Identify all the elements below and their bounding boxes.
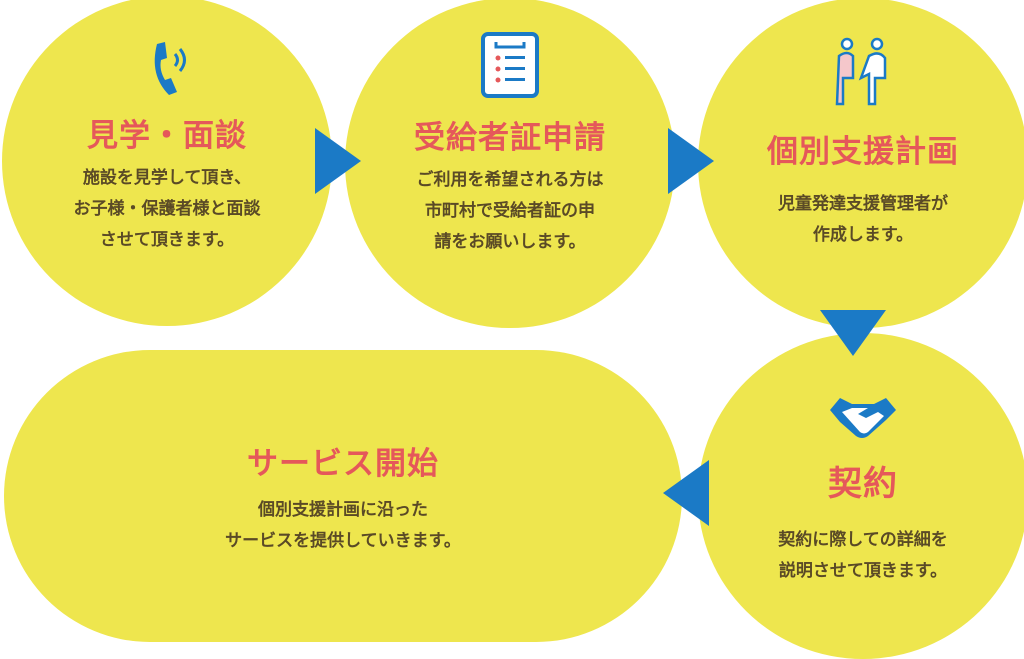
step-description: 契約に際しての詳細を 説明させて頂きます。 bbox=[778, 530, 948, 581]
step-title: 見学・面談 bbox=[87, 118, 247, 154]
consultation-icon bbox=[835, 37, 887, 106]
arrow-right-2 bbox=[668, 128, 714, 194]
step-5-pill bbox=[4, 350, 682, 642]
step-description: 個別支援計画に沿った サービスを提供していきます。 bbox=[225, 500, 461, 551]
phone-icon bbox=[154, 42, 186, 95]
step-individual-support-plan: 個別支援計画 児童発達支援管理者が 作成します。 bbox=[698, 36, 1024, 251]
step-visit-interview: 見学・面談 施設を見学して頂き、 お子様・保護者様と面談 させて頂きます。 bbox=[2, 36, 332, 256]
handshake-icon bbox=[830, 398, 896, 438]
arrow-down bbox=[820, 310, 886, 356]
checklist-icon bbox=[481, 32, 539, 98]
step-title: 契約 bbox=[828, 464, 898, 504]
step-certificate-application: 受給者証申請 ご利用を希望される方は 市町村で受給者証の申 請をお願いします。 bbox=[345, 32, 675, 258]
step-description: 施設を見学して頂き、 お子様・保護者様と面談 させて頂きます。 bbox=[73, 168, 261, 250]
arrow-left bbox=[663, 460, 709, 526]
arrow-right-1 bbox=[315, 128, 361, 194]
step-description: 児童発達支援管理者が 作成します。 bbox=[778, 194, 948, 245]
step-title: サービス開始 bbox=[247, 446, 439, 482]
step-title: 個別支援計画 bbox=[767, 134, 959, 170]
step-contract: 契約 契約に際しての詳細を 説明させて頂きます。 bbox=[698, 396, 1024, 587]
step-description: ご利用を希望される方は 市町村で受給者証の申 請をお願いします。 bbox=[416, 170, 604, 252]
step-1-circle bbox=[2, 0, 332, 326]
step-title: 受給者証申請 bbox=[414, 120, 606, 156]
step-4-circle bbox=[698, 333, 1024, 659]
step-3-circle bbox=[698, 0, 1024, 328]
step-service-start: サービス開始 個別支援計画に沿った サービスを提供していきます。 bbox=[4, 438, 682, 557]
